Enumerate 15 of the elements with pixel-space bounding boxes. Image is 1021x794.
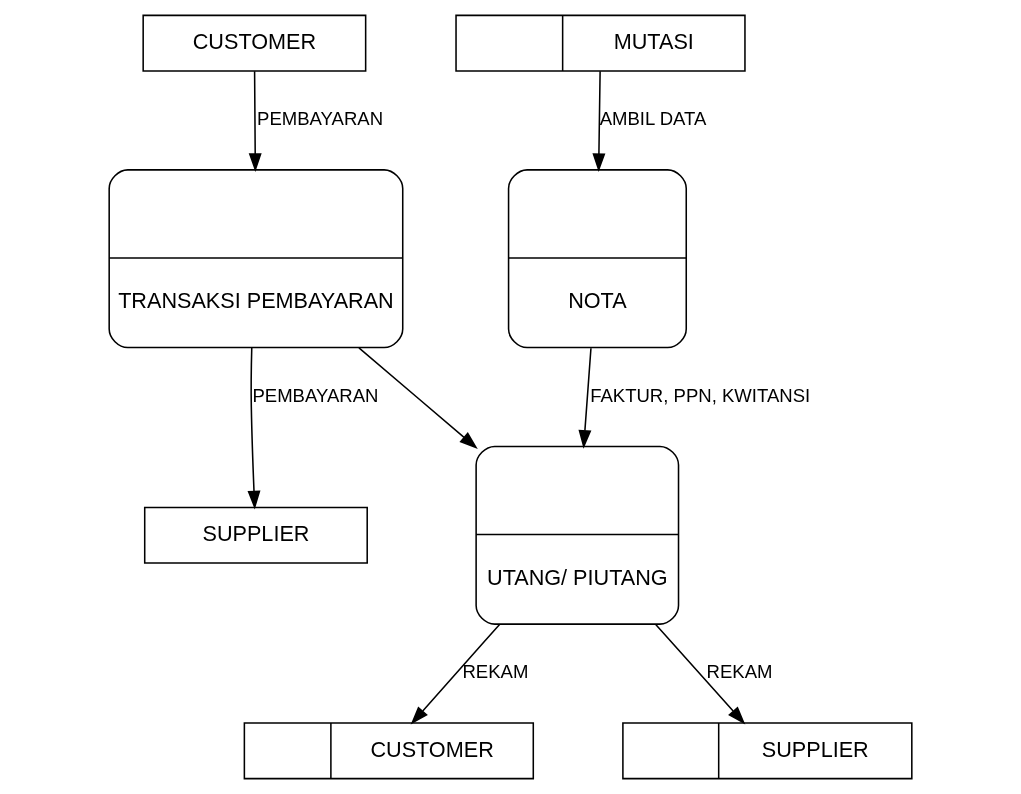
edge-label: AMBIL DATA bbox=[599, 108, 707, 130]
edge-label: FAKTUR, PPN, KWITANSI bbox=[590, 384, 811, 406]
edge-label: PEMBAYARAN bbox=[257, 108, 384, 130]
node-box: SUPPLIER bbox=[143, 506, 368, 564]
edge-label: REKAM bbox=[462, 661, 529, 683]
arrow bbox=[247, 346, 261, 510]
arrow bbox=[248, 70, 262, 172]
node-box: CUSTOMER bbox=[142, 14, 367, 72]
edge-label: PEMBAYARAN bbox=[252, 384, 379, 406]
arrow bbox=[578, 347, 592, 449]
arrow bbox=[358, 347, 478, 450]
arrow bbox=[592, 70, 606, 172]
arrow bbox=[410, 623, 501, 725]
edge-label: REKAM bbox=[706, 661, 773, 683]
arrow bbox=[654, 623, 746, 725]
